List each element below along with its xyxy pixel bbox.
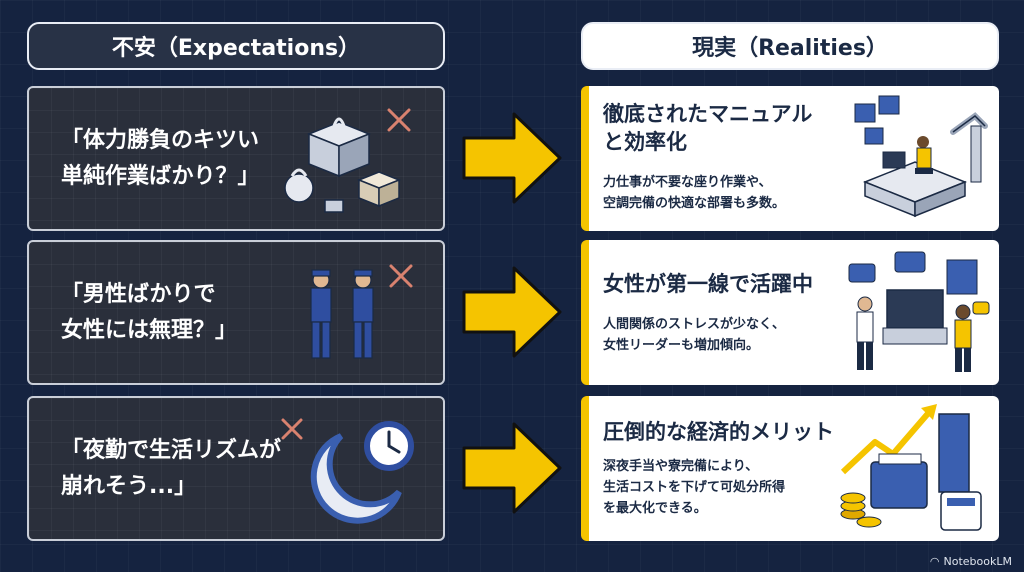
concern-card-1: 「体力勝負のキツい 単純作業ばかり？」 xyxy=(27,86,445,231)
arrow-right-icon xyxy=(462,422,562,514)
realities-header: 現実（Realities） xyxy=(581,22,999,70)
reality-desc-line: 空調完備の快適な部署も多数。 xyxy=(603,196,786,211)
concern-line: 女性には無理？」 xyxy=(61,317,238,343)
reality-desc-line: を最大化できる。 xyxy=(603,501,707,516)
reality-title-line: と効率化 xyxy=(603,130,687,154)
reality-title-2: 女性が第一線で活躍中 xyxy=(603,270,813,298)
reality-desc-line: 人間関係のストレスが少なく、 xyxy=(603,317,786,332)
reality-desc-line: 女性リーダーも増加傾向。 xyxy=(603,338,760,353)
reality-title-line: 圧倒的な経済的メリット xyxy=(603,420,834,444)
brand-label: NotebookLM xyxy=(943,555,1012,568)
concern-text-2: 「男性ばかりで 女性には無理？」 xyxy=(61,242,237,383)
reality-title-line: 徹底されたマニュアル xyxy=(603,102,813,126)
reality-desc-line: 深夜手当や寮完備により、 xyxy=(603,459,759,474)
concern-line: 「男性ばかりで xyxy=(61,281,216,307)
reality-card-2: 女性が第一線で活躍中 人間関係のストレスが少なく、 女性リーダーも増加傾向。 xyxy=(581,240,999,385)
weights-and-boxes-icon xyxy=(284,108,411,213)
concern-text-1: 「体力勝負のキツい 単純作業ばかり？」 xyxy=(61,88,259,229)
reality-title-line: 女性が第一線で活躍中 xyxy=(603,272,813,296)
reality-card-1: 徹底されたマニュアル と効率化 力仕事が不要な座り作業や、 空調完備の快適な部署… xyxy=(581,86,999,231)
concern-line: 崩れそう...」 xyxy=(61,473,197,499)
reality-title-3: 圧倒的な経済的メリット xyxy=(603,418,834,446)
brand-watermark: ◠ NotebookLM xyxy=(930,555,1012,568)
reality-card-3: 圧倒的な経済的メリット 深夜手当や寮完備により、 生活コストを下げて可処分所得 … xyxy=(581,396,999,541)
moon-clock-icon xyxy=(281,418,414,524)
concern-text-3: 「夜勤で生活リズムが 崩れそう...」 xyxy=(61,398,281,539)
concern-line: 単純作業ばかり？」 xyxy=(61,163,260,189)
concern-line: 「夜勤で生活リズムが xyxy=(61,437,282,463)
reality-desc-line: 力仕事が不要な座り作業や、 xyxy=(603,175,772,190)
reality-desc-2: 人間関係のストレスが少なく、 女性リーダーも増加傾向。 xyxy=(603,314,785,356)
arrow-right-icon xyxy=(462,266,562,358)
reality-desc-1: 力仕事が不要な座り作業や、 空調完備の快適な部署も多数。 xyxy=(603,172,785,214)
arrow-right-icon xyxy=(462,112,562,204)
expectations-header: 不安（Expectations） xyxy=(27,22,445,70)
notebooklm-logo-icon: ◠ xyxy=(929,555,940,568)
women-team-icon xyxy=(848,251,990,372)
male-workers-icon xyxy=(310,264,413,359)
concern-line: 「体力勝負のキツい xyxy=(61,127,260,153)
money-growth-icon xyxy=(840,404,982,531)
concern-card-2: 「男性ばかりで 女性には無理？」 xyxy=(27,240,445,385)
desk-worker-robot-icon xyxy=(854,95,988,218)
reality-desc-3: 深夜手当や寮完備により、 生活コストを下げて可処分所得 を最大化できる。 xyxy=(603,456,785,519)
reality-title-1: 徹底されたマニュアル と効率化 xyxy=(603,100,812,156)
concern-card-3: 「夜勤で生活リズムが 崩れそう...」 xyxy=(27,396,445,541)
reality-desc-line: 生活コストを下げて可処分所得 xyxy=(603,480,786,495)
